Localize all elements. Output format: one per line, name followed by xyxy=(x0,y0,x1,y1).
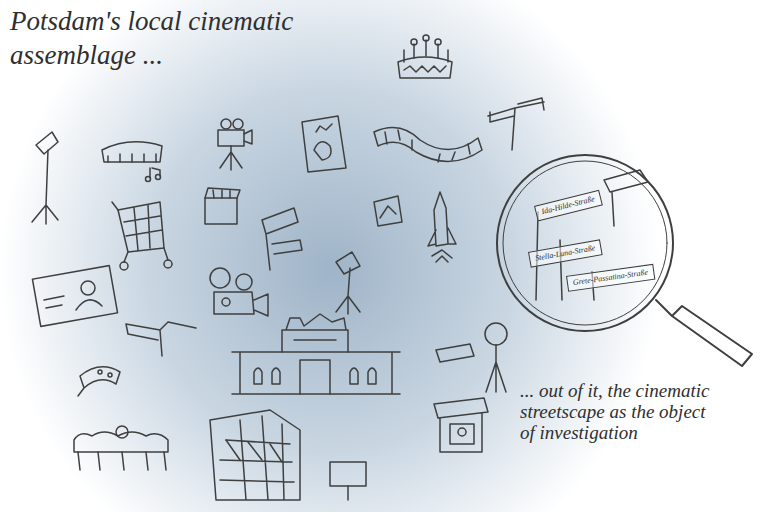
street-sign: Stella-Luna-Straße xyxy=(528,239,603,267)
diagram-caption: ... out of it, the cinematic streetscape… xyxy=(520,380,710,443)
street-sign: Grete-Passatina-Straße xyxy=(566,264,655,292)
diagram-title: Potsdam's local cinematic assemblage ... xyxy=(10,4,330,72)
street-sign: Ida-Hilde-Straße xyxy=(534,190,603,222)
street-name: Stella-Luna-Straße xyxy=(534,243,596,263)
street-name: Grete-Passatina-Straße xyxy=(572,268,648,288)
street-name: Ida-Hilde-Straße xyxy=(541,194,596,217)
